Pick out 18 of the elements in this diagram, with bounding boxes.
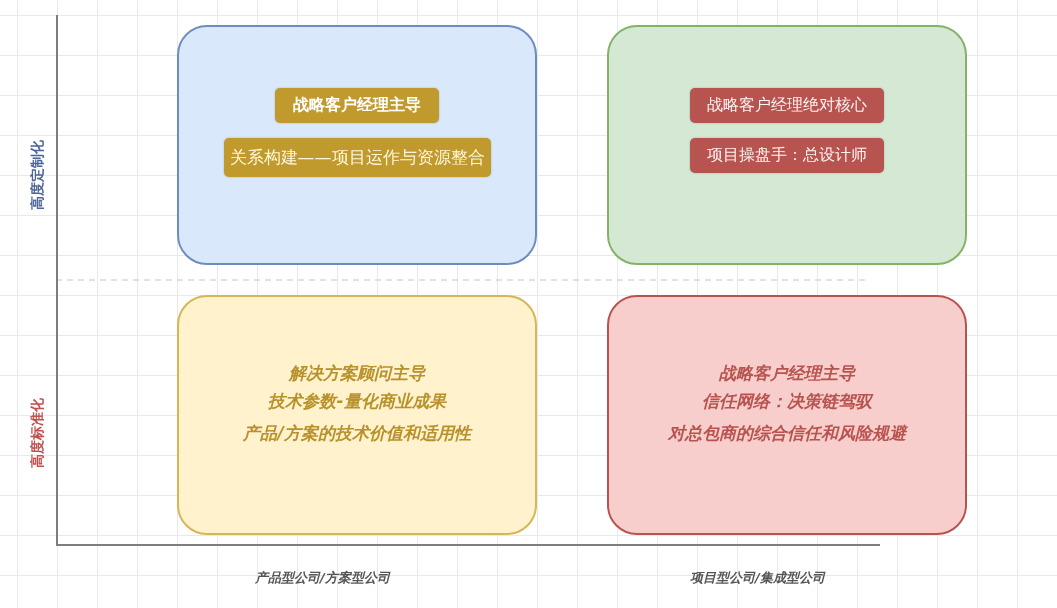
- label-tag: 关系构建——项目运作与资源整合: [223, 138, 491, 177]
- axis-label: 产品型公司/方案型公司: [255, 569, 390, 587]
- description-text: 解决方案顾问主导: [289, 362, 425, 385]
- description-text: 产品/方案的技术价值和适用性: [243, 422, 471, 445]
- label-tag: 战略客户经理主导: [275, 88, 439, 123]
- axis-label: 高度标准化: [29, 398, 46, 468]
- description-text: 战略客户经理主导: [719, 362, 855, 385]
- description-text: 对总包商的综合信任和风险规避: [668, 422, 906, 445]
- quadrant-panel: [177, 295, 537, 535]
- axis-label: 高度定制化: [29, 140, 46, 210]
- quadrant-panel: [607, 25, 967, 265]
- quadrant-panel: [177, 25, 537, 265]
- description-text: 技术参数-量化商业成果: [268, 390, 446, 413]
- label-tag: 战略客户经理绝对核心: [690, 88, 884, 123]
- description-text: 信任网络：决策链驾驭: [702, 390, 872, 413]
- axis-label: 项目型公司/集成型公司: [690, 569, 825, 587]
- quadrant-panel: [607, 295, 967, 535]
- label-tag: 项目操盘手：总设计师: [690, 138, 884, 173]
